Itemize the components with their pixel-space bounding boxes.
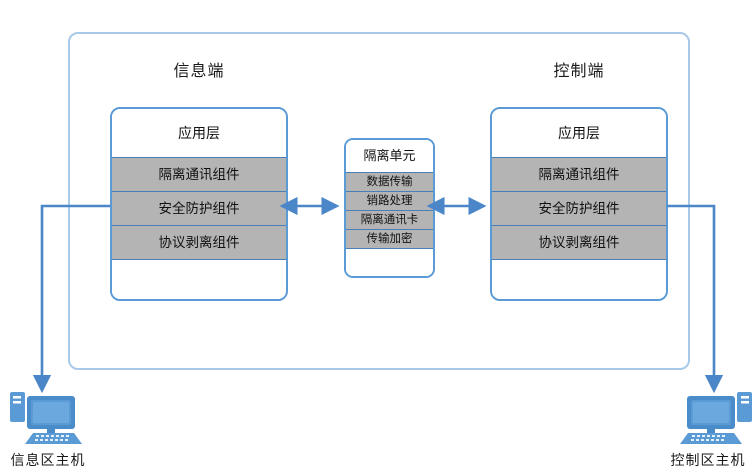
panel-right-row-isolation-comm[interactable]: 隔离通讯组件 [492, 158, 666, 192]
isolation-unit-row-channel-processing[interactable]: 销路处理 [346, 192, 433, 211]
arrow-left-panel-to-information-host [32, 204, 110, 394]
arrow-right-panel-to-control-host [667, 204, 724, 394]
outer-boundary-frame [68, 32, 690, 370]
panel-left-footer-space [112, 260, 286, 299]
isolation-unit-row-data-transfer[interactable]: 数据传输 [346, 173, 433, 192]
panel-left-row-security-protection[interactable]: 安全防护组件 [112, 192, 286, 226]
panel-right-rows: 隔离通讯组件 安全防护组件 协议剥离组件 [492, 157, 666, 260]
isolation-unit-row-transmission-encryption[interactable]: 传输加密 [346, 230, 433, 249]
section-title-information-side: 信息端 [173, 63, 225, 80]
control-zone-host-label: 控制区主机 [670, 452, 746, 468]
isolation-unit-rows: 数据传输 销路处理 隔离通讯卡 传输加密 [346, 172, 433, 249]
isolation-unit-footer-space [346, 249, 433, 276]
panel-right-row-security-protection[interactable]: 安全防护组件 [492, 192, 666, 226]
panel-control-side: 应用层 隔离通讯组件 安全防护组件 协议剥离组件 [490, 107, 668, 301]
isolation-unit-header: 隔离单元 [346, 140, 433, 172]
isolation-unit-row-isolation-card[interactable]: 隔离通讯卡 [346, 211, 433, 230]
panel-left-row-protocol-stripping[interactable]: 协议剥离组件 [112, 226, 286, 260]
panel-left-header: 应用层 [112, 109, 286, 157]
panel-right-header: 应用层 [492, 109, 666, 157]
panel-left-rows: 隔离通讯组件 安全防护组件 协议剥离组件 [112, 157, 286, 260]
control-zone-host-icon [680, 392, 752, 444]
section-title-control-side: 控制端 [553, 63, 605, 80]
panel-right-footer-space [492, 260, 666, 299]
information-zone-host-label: 信息区主机 [10, 452, 86, 468]
panel-right-row-protocol-stripping[interactable]: 协议剥离组件 [492, 226, 666, 260]
isolation-unit: 隔离单元 数据传输 销路处理 隔离通讯卡 传输加密 [344, 138, 435, 278]
panel-left-row-isolation-comm[interactable]: 隔离通讯组件 [112, 158, 286, 192]
panel-information-side: 应用层 隔离通讯组件 安全防护组件 协议剥离组件 [110, 107, 288, 301]
information-zone-host-icon [10, 392, 82, 444]
